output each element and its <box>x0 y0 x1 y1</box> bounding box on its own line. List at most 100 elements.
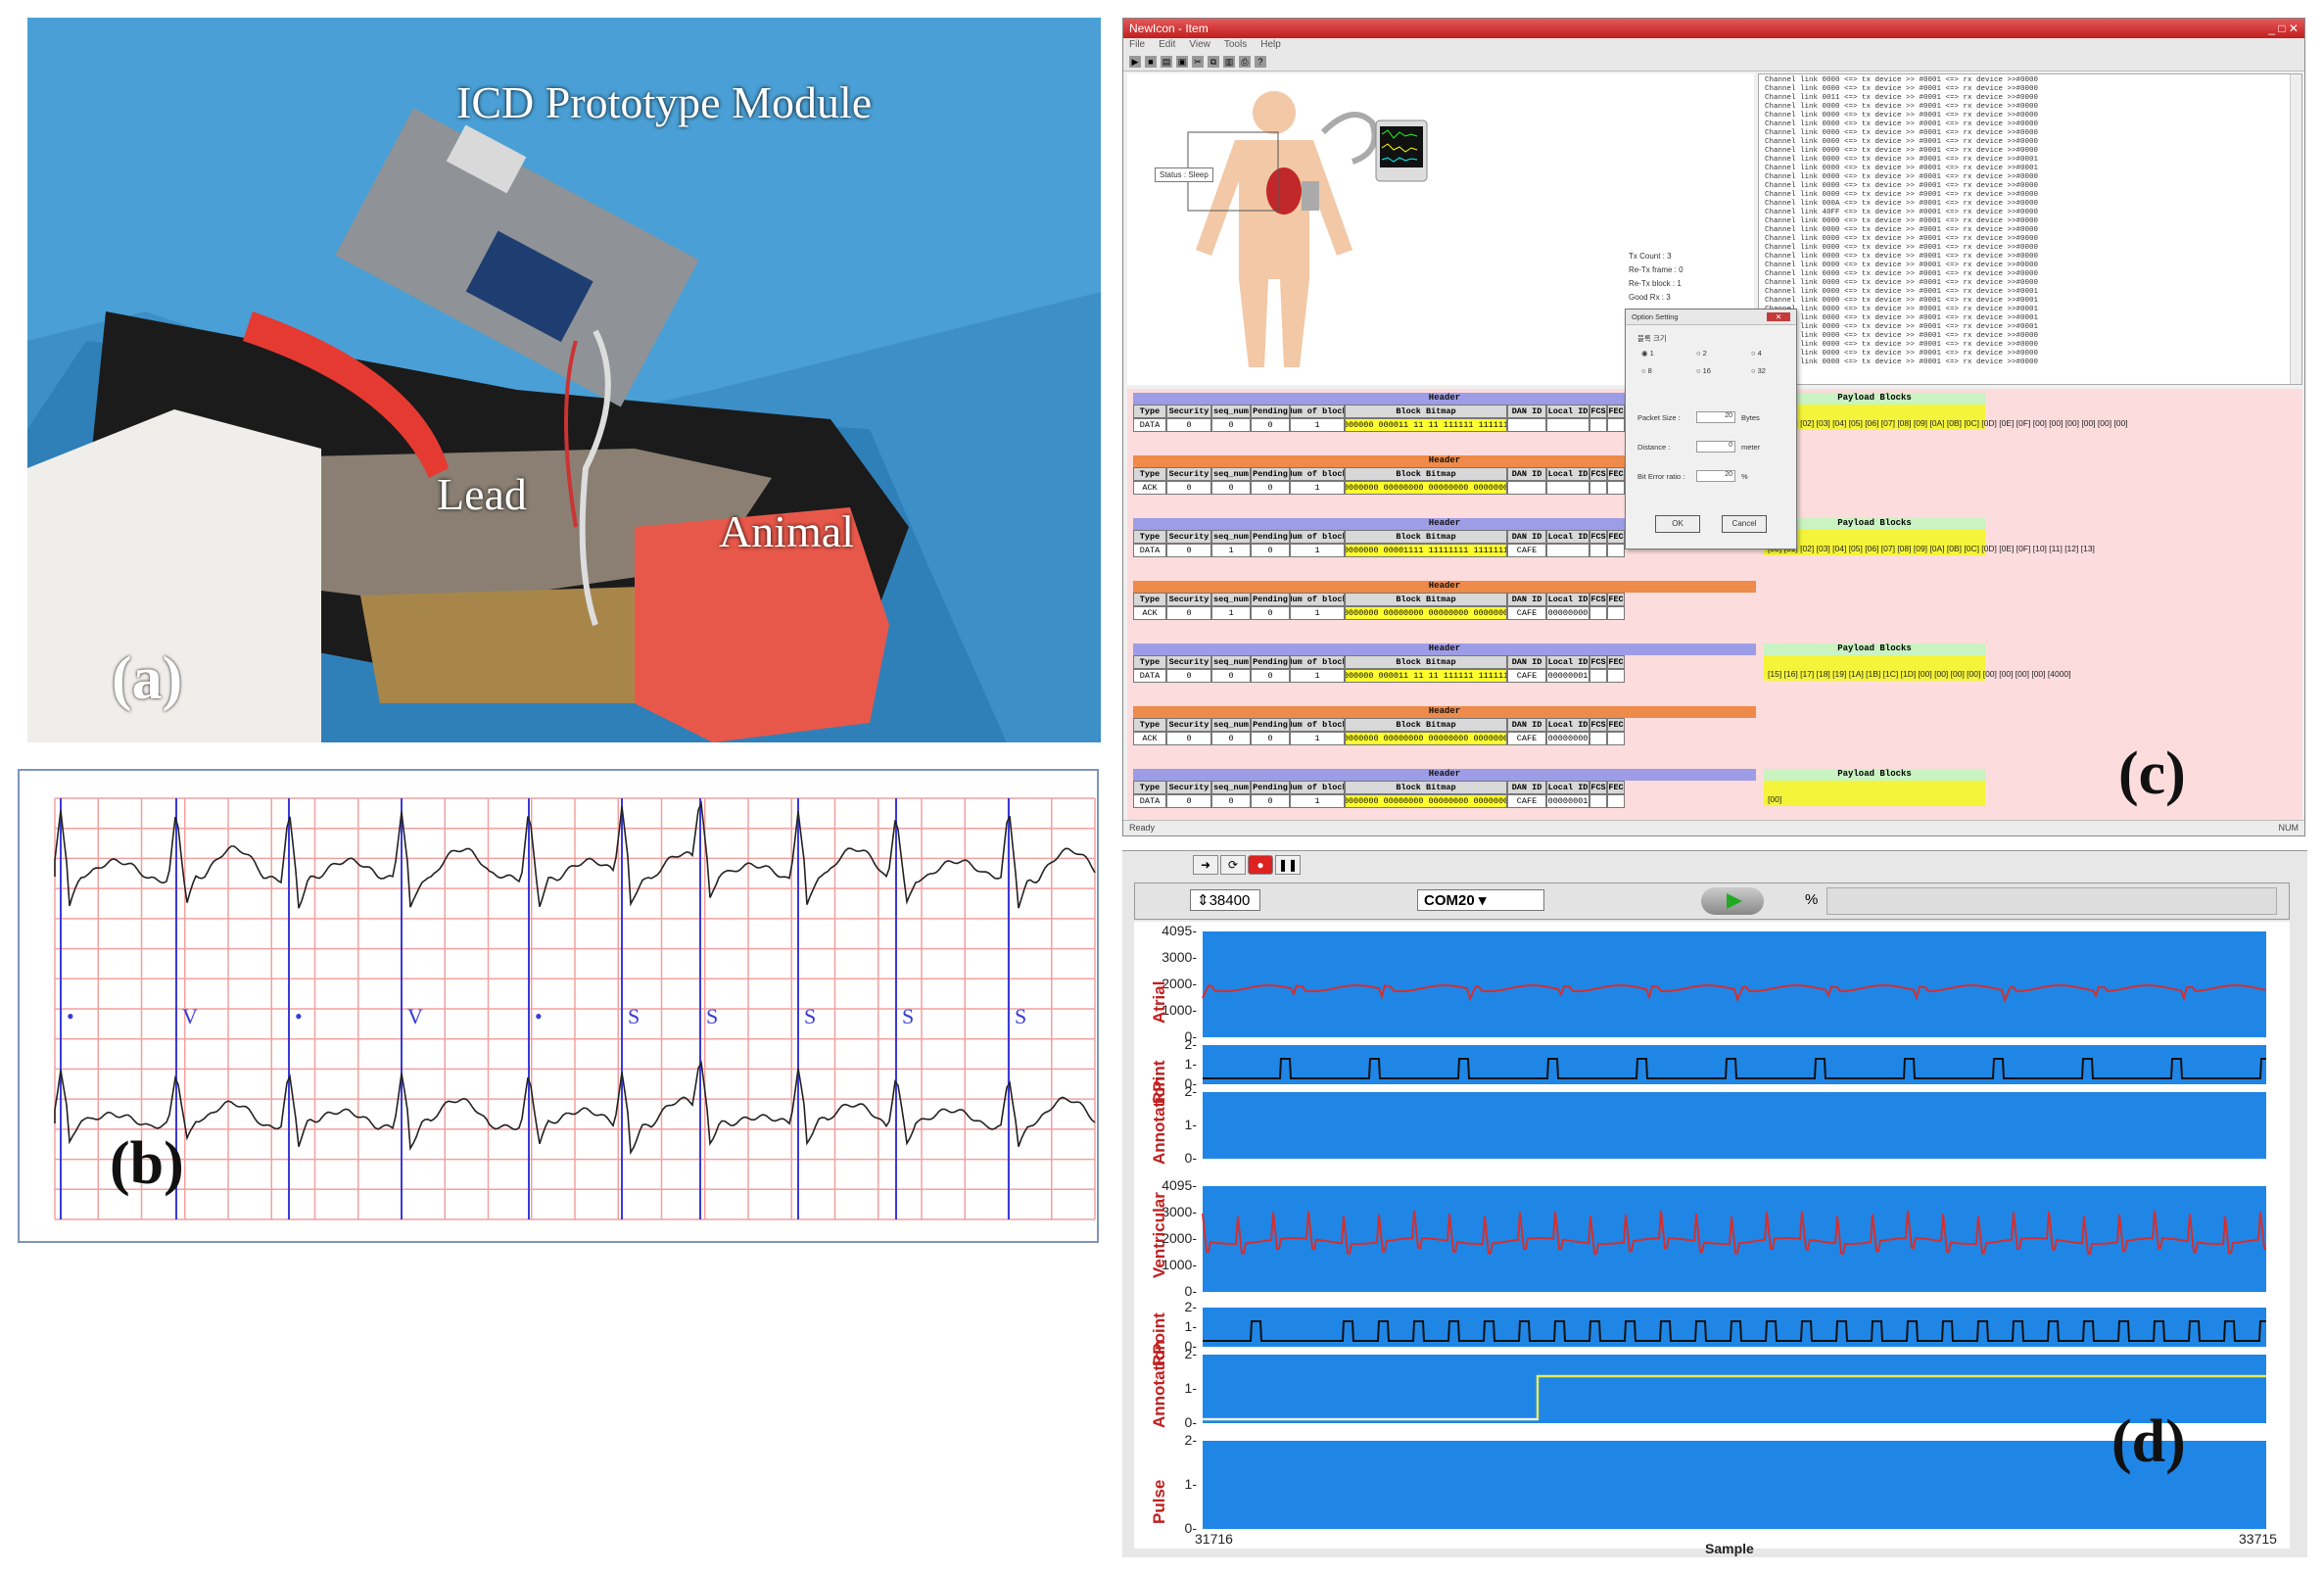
cell-seq: 0 <box>1211 732 1251 745</box>
cell-seq: 1 <box>1211 544 1251 557</box>
open-icon[interactable]: ▤ <box>1161 56 1172 68</box>
option-setting-dialog: Option Setting ✕ 블록 크기 ◉ 1 ○ 2 ○ 4 ○ 8 ○… <box>1625 309 1797 549</box>
cell-seq: 0 <box>1211 669 1251 683</box>
log-line: Channel link 0000 <=> tx device >> #0001… <box>1765 288 2039 296</box>
log-scrollbar[interactable] <box>2290 74 2301 384</box>
cut-icon[interactable]: ✂ <box>1192 56 1204 68</box>
paste-icon[interactable]: ▥ <box>1223 56 1235 68</box>
column-header: FEC <box>1607 718 1625 732</box>
cell-blank <box>1589 606 1607 620</box>
radio-4[interactable]: ○ 4 <box>1751 349 1762 358</box>
menu-tools[interactable]: Tools <box>1223 39 1248 50</box>
y-tick: 1- <box>1184 1318 1197 1334</box>
save-icon[interactable]: ▣ <box>1176 56 1188 68</box>
help-icon[interactable]: ? <box>1255 56 1266 68</box>
menu-help[interactable]: Help <box>1260 39 1281 50</box>
y-tick: 2- <box>1184 1299 1197 1314</box>
dialog-close-icon[interactable]: ✕ <box>1767 312 1790 321</box>
header-bar: Header <box>1133 644 1756 655</box>
y-tick: 2- <box>1184 1346 1197 1361</box>
radio-8[interactable]: ○ 8 <box>1641 366 1652 375</box>
y-tick: 0- <box>1184 1028 1197 1044</box>
stop-icon[interactable]: ■ <box>1145 56 1157 68</box>
column-header: FCS <box>1589 530 1607 544</box>
port-select[interactable]: COM20 ▾ <box>1417 889 1544 911</box>
cell-bitmap: 00000000 000011 11 11 111111 11111111 <box>1345 669 1507 683</box>
cell-pend: 0 <box>1251 544 1290 557</box>
control-bar: ⇕38400 COM20 ▾ % <box>1134 882 2290 920</box>
radio-2[interactable]: ○ 2 <box>1696 349 1707 358</box>
cell-local <box>1546 481 1589 495</box>
distance-label: Distance : <box>1637 443 1671 452</box>
dialog-titlebar: Option Setting ✕ <box>1626 310 1796 325</box>
radio-16[interactable]: ○ 16 <box>1696 366 1711 375</box>
cell-pend: 0 <box>1251 732 1290 745</box>
channel-log[interactable]: Channel link 0000 <=> tx device >> #0001… <box>1758 73 2302 385</box>
menu-view[interactable]: View <box>1189 39 1210 50</box>
log-line: Channel link 0000 <=> tx device >> #0001… <box>1765 129 2039 137</box>
payload-bar: Payload Blocks <box>1764 769 1985 781</box>
cancel-button[interactable]: Cancel <box>1722 515 1767 533</box>
payload-cell <box>1764 781 1985 806</box>
abort-icon[interactable]: ● <box>1248 855 1273 875</box>
bit-error-field[interactable]: 20 <box>1696 470 1735 482</box>
radio-32[interactable]: ○ 32 <box>1751 366 1766 375</box>
distance-field[interactable]: 0 <box>1696 441 1735 453</box>
cell-sec: 0 <box>1166 794 1211 808</box>
start-button[interactable] <box>1701 887 1764 915</box>
copy-icon[interactable]: ⧉ <box>1208 56 1219 68</box>
packet-size-label: Packet Size : <box>1637 413 1681 422</box>
column-header: Block Bitmap <box>1345 405 1507 418</box>
column-header: DAN ID <box>1507 405 1546 418</box>
y-tick: 3000- <box>1162 949 1197 965</box>
rpoint-trace <box>1203 1320 2266 1342</box>
column-header: Security <box>1166 718 1211 732</box>
column-header: DAN ID <box>1507 655 1546 669</box>
run-arrow-icon[interactable]: ➜ <box>1193 855 1218 875</box>
panel-letter-c: (c) <box>2118 740 2186 807</box>
column-header: Num of block <box>1290 405 1345 418</box>
panel-letter-d: (d) <box>2111 1408 2186 1475</box>
menu-file[interactable]: File <box>1129 39 1146 50</box>
play-icon[interactable]: ▶ <box>1129 56 1141 68</box>
ventricular-trace <box>1202 1210 2267 1255</box>
body-illustration <box>1187 91 1428 367</box>
window-title: NewIcon - Item <box>1129 22 1209 35</box>
log-line: Channel link 0000 <=> tx device >> #0001… <box>1765 323 2039 331</box>
pause-icon[interactable]: ❚❚ <box>1275 855 1301 875</box>
run-continuous-icon[interactable]: ⟳ <box>1220 855 1246 875</box>
block-size-group-label: 블록 크기 <box>1637 334 1667 343</box>
radio-1[interactable]: ◉ 1 <box>1641 349 1654 358</box>
cell-type: ACK <box>1133 732 1166 745</box>
column-header: Num of block <box>1290 530 1345 544</box>
print-icon[interactable]: ⎙ <box>1239 56 1251 68</box>
window-controls[interactable]: _ □ ✕ <box>2268 22 2299 35</box>
packet-size-field[interactable]: 20 <box>1696 411 1735 423</box>
log-line: Channel link 0000 <=> tx device >> #0001… <box>1765 262 2039 269</box>
log-line: Channel link 0000 <=> tx device >> #0001… <box>1765 358 2039 366</box>
menu-edit[interactable]: Edit <box>1159 39 1176 50</box>
animal-label: Animal <box>719 506 854 556</box>
port-value: COM20 <box>1424 892 1475 909</box>
cell-blank <box>1607 481 1625 495</box>
header-bar: Header <box>1133 455 1756 467</box>
baud-rate-control[interactable]: ⇕38400 <box>1190 889 1260 911</box>
chart-plot-6 <box>1203 1355 2266 1423</box>
y-tick: 0- <box>1184 1075 1197 1091</box>
cell-local <box>1546 544 1589 557</box>
column-header: seq_num <box>1211 781 1251 794</box>
play-icon <box>1727 893 1742 909</box>
ok-button[interactable]: OK <box>1655 515 1700 533</box>
column-header: Num of block <box>1290 593 1345 606</box>
stat-retx-block: Re-Tx block : 1 <box>1629 279 1682 288</box>
